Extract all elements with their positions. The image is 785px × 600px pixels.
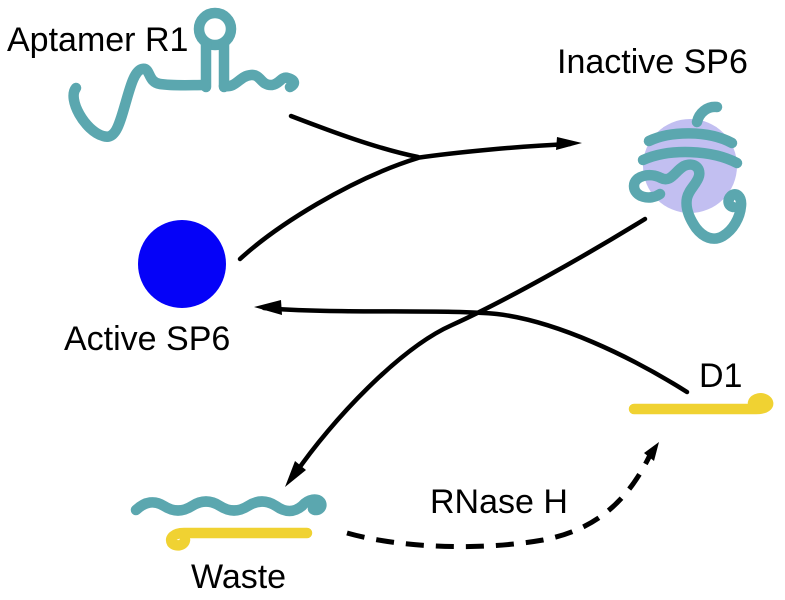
- arrowhead-to-waste-icon: [285, 461, 306, 487]
- arrowhead-to-active-sp6-icon: [254, 300, 282, 315]
- label-waste: Waste: [191, 558, 286, 596]
- wrap-top-flick: [691, 101, 723, 128]
- arrow-input-from-active-sp6: [237, 155, 421, 262]
- active-sp6-circle: [138, 220, 226, 308]
- label-aptamer-r1: Aptamer R1: [7, 21, 188, 59]
- arrowhead-to-inactive-sp6-icon: [556, 137, 582, 150]
- d1-dna-strand-icon: [628, 393, 774, 415]
- arrow-d1-to-active-sp6: [261, 305, 690, 395]
- aptamer-r1-strand-icon: [68, 7, 300, 142]
- waste-rna-wave-icon: [130, 494, 327, 517]
- arrow-input-from-aptamer: [288, 113, 421, 160]
- arrowheads: [254, 137, 659, 487]
- rnase-h-dashed-arrow: [346, 451, 654, 550]
- waste-dna-strand-icon: [165, 527, 313, 551]
- arrowhead-rnase-to-d1-icon: [644, 442, 659, 461]
- label-active-sp6: Active SP6: [64, 320, 230, 358]
- inactive-sp6-wrapped-strand-icon: [628, 101, 747, 244]
- label-inactive-sp6: Inactive SP6: [557, 43, 748, 81]
- wrap-stripe-1: [643, 128, 738, 149]
- hairpin-loop-icon: [193, 7, 237, 51]
- arrow-shaft-to-inactive-sp6: [413, 141, 573, 161]
- aptamer-left-tail: [68, 63, 211, 142]
- label-d1: D1: [699, 357, 742, 395]
- waste-duplex: [130, 494, 327, 551]
- wrap-body-squiggle: [628, 159, 747, 244]
- label-rnase-h: RNase H: [430, 483, 568, 521]
- wrap-stripe-2: [637, 146, 743, 169]
- reaction-arrows: [237, 113, 690, 477]
- arrow-inactive-sp6-to-waste: [292, 216, 648, 477]
- aptamer-right-tail: [218, 69, 300, 93]
